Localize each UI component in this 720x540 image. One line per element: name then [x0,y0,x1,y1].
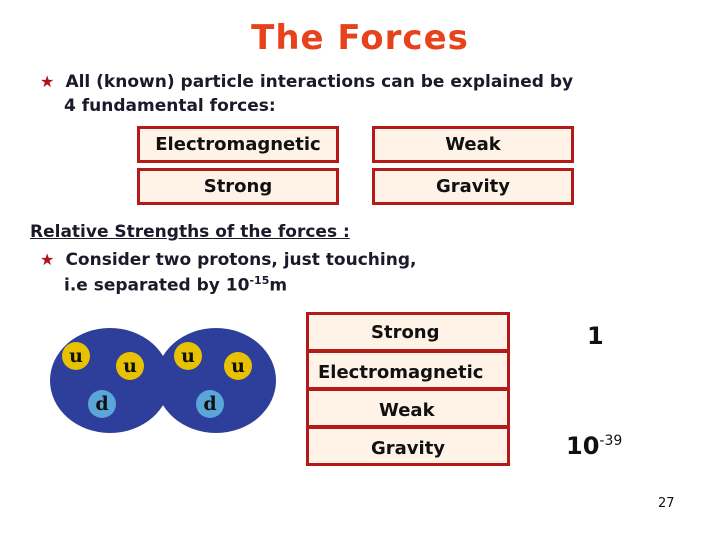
strong-strength-value: 1 [587,322,604,350]
strength-label: Electromagnetic [318,362,484,383]
strength-label: Gravity [371,438,446,459]
relative-text-line2: i.e separated by 10-15m [64,274,287,296]
strength-box-weak: Weak [306,388,510,428]
quark-u: u [62,342,90,370]
quark-u: u [224,352,252,380]
strength-label: Weak [379,400,435,421]
quark-u: u [174,342,202,370]
gravity-strength-exponent: -39 [599,433,623,449]
quark-d: d [88,390,116,418]
force-box-electromagnetic: Electromagnetic [137,126,339,163]
force-label: Weak [445,134,501,155]
force-label: Gravity [435,176,511,197]
force-box-weak: Weak [372,126,574,163]
page-number: 27 [658,496,675,511]
proton-2: u u d [156,328,276,433]
relative-strengths-heading: Relative Strengths of the forces : [30,222,350,242]
proton-1: u u d [50,328,170,433]
relative-text-line1: Consider two protons, just touching, [65,250,417,270]
separation-exponent: -15 [249,274,270,287]
separation-prefix: i.e separated by [64,275,226,296]
star-icon: ★ [40,72,55,91]
relative-bullet: ★ Consider two protons, just touching, [40,250,416,270]
quark-u: u [116,352,144,380]
intro-text-line1: All (known) particle interactions can be… [65,72,574,92]
strength-box-electromagnetic: Electromagnetic [306,350,510,390]
strength-box-gravity: Gravity [306,426,510,466]
separation-unit: m [269,275,288,296]
intro-text-line2: 4 fundamental forces: [64,96,276,116]
gravity-strength-value: 10-39 [566,432,622,460]
strength-box-strong: Strong [306,312,510,352]
quark-d: d [196,390,224,418]
separation-base: 10 [225,275,250,296]
strength-label: Strong [371,322,440,343]
force-label: Electromagnetic [155,134,321,155]
star-icon: ★ [40,250,55,269]
gravity-strength-base: 10 [566,432,600,460]
force-label: Strong [203,176,273,197]
force-box-gravity: Gravity [372,168,574,205]
intro-bullet: ★ All (known) particle interactions can … [40,72,573,92]
force-box-strong: Strong [137,168,339,205]
slide-title: The Forces [251,18,469,58]
